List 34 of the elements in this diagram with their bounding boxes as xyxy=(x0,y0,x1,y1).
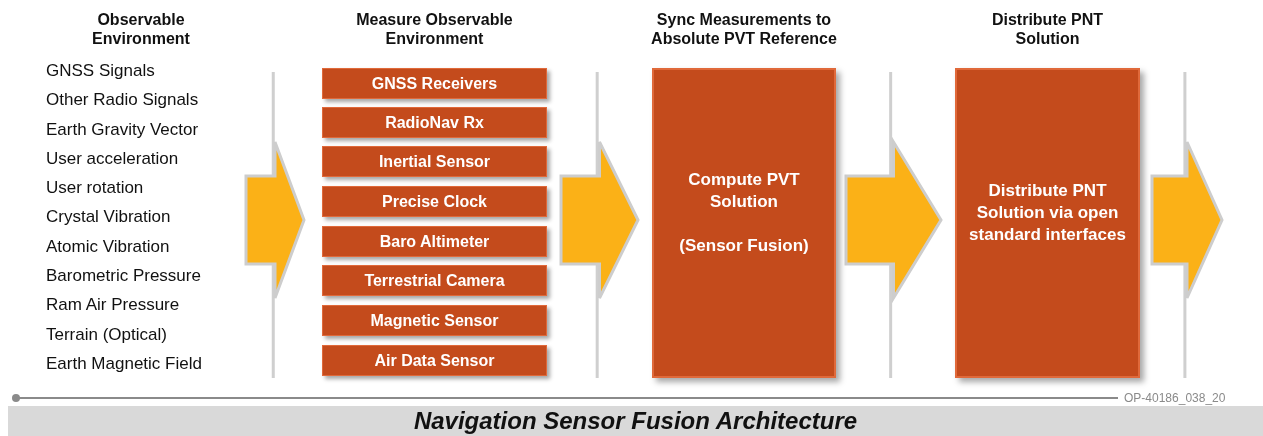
observable-item: Earth Gravity Vector xyxy=(46,118,199,141)
observable-item: Earth Magnetic Field xyxy=(46,352,202,375)
sensor-box: Terrestrial Camera xyxy=(322,265,547,296)
block-arrow xyxy=(244,140,306,300)
observable-item: User rotation xyxy=(46,177,144,200)
sensor-box: Air Data Sensor xyxy=(322,345,547,376)
block-arrow xyxy=(1150,140,1224,300)
sensor-box: GNSS Receivers xyxy=(322,68,547,99)
block-arrow xyxy=(559,140,640,300)
sensor-box: Inertial Sensor xyxy=(322,146,547,177)
column-heading: Distribute PNT Solution xyxy=(990,10,1105,48)
sensor-box: Magnetic Sensor xyxy=(322,305,547,336)
observable-item: Terrain (Optical) xyxy=(46,323,167,346)
observable-item: Other Radio Signals xyxy=(46,89,199,112)
observable-item: Ram Air Pressure xyxy=(46,294,180,317)
process-box xyxy=(652,68,836,378)
figure-id: OP-40186_038_20 xyxy=(1124,390,1226,407)
block-arrow xyxy=(844,136,943,304)
observable-item: GNSS Signals xyxy=(46,60,155,82)
observable-item: User acceleration xyxy=(46,147,179,170)
observable-item: Barometric Pressure xyxy=(46,265,201,288)
process-box xyxy=(955,68,1140,378)
sensor-box: RadioNav Rx xyxy=(322,107,547,138)
process-text: (Sensor Fusion) xyxy=(679,235,809,257)
observable-item: Atomic Vibration xyxy=(46,235,170,258)
process-text: Compute PVT Solution xyxy=(687,169,801,213)
column-heading: Observable Environment xyxy=(91,10,191,48)
column-heading: Measure Observable Environment xyxy=(355,10,514,48)
sensor-box: Precise Clock xyxy=(322,186,547,217)
caption-bar: Navigation Sensor Fusion Architecture xyxy=(8,406,1263,436)
process-text: Distribute PNT Solution via open standard interfaces xyxy=(969,180,1126,246)
column-heading: Sync Measurements to Absolute PVT Reference xyxy=(650,10,838,48)
sensor-box: Baro Altimeter xyxy=(322,226,547,257)
observable-item: Crystal Vibration xyxy=(46,206,171,229)
